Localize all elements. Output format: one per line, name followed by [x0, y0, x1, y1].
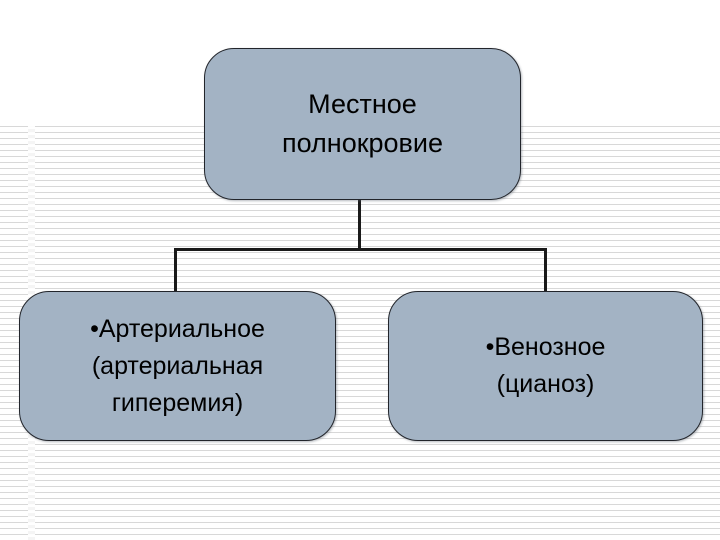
node-arterial-label: •Артериальное (артериальная гиперемия) [90, 314, 265, 417]
node-venous-label: •Венозное (цианоз) [485, 333, 606, 398]
node-arterial-hyperemia[interactable]: •Артериальное (артериальная гиперемия) [19, 291, 336, 441]
node-root-label: Местное полнокровие [281, 89, 443, 158]
connector-horizontal-bar [174, 248, 547, 251]
connector-stem-vertical [358, 198, 361, 251]
connector-right-branch [544, 248, 547, 294]
connector-left-branch [174, 248, 177, 294]
node-root-local-plethora[interactable]: Местное полнокровие [204, 48, 521, 200]
node-venous-cyanosis[interactable]: •Венозное (цианоз) [388, 291, 703, 441]
